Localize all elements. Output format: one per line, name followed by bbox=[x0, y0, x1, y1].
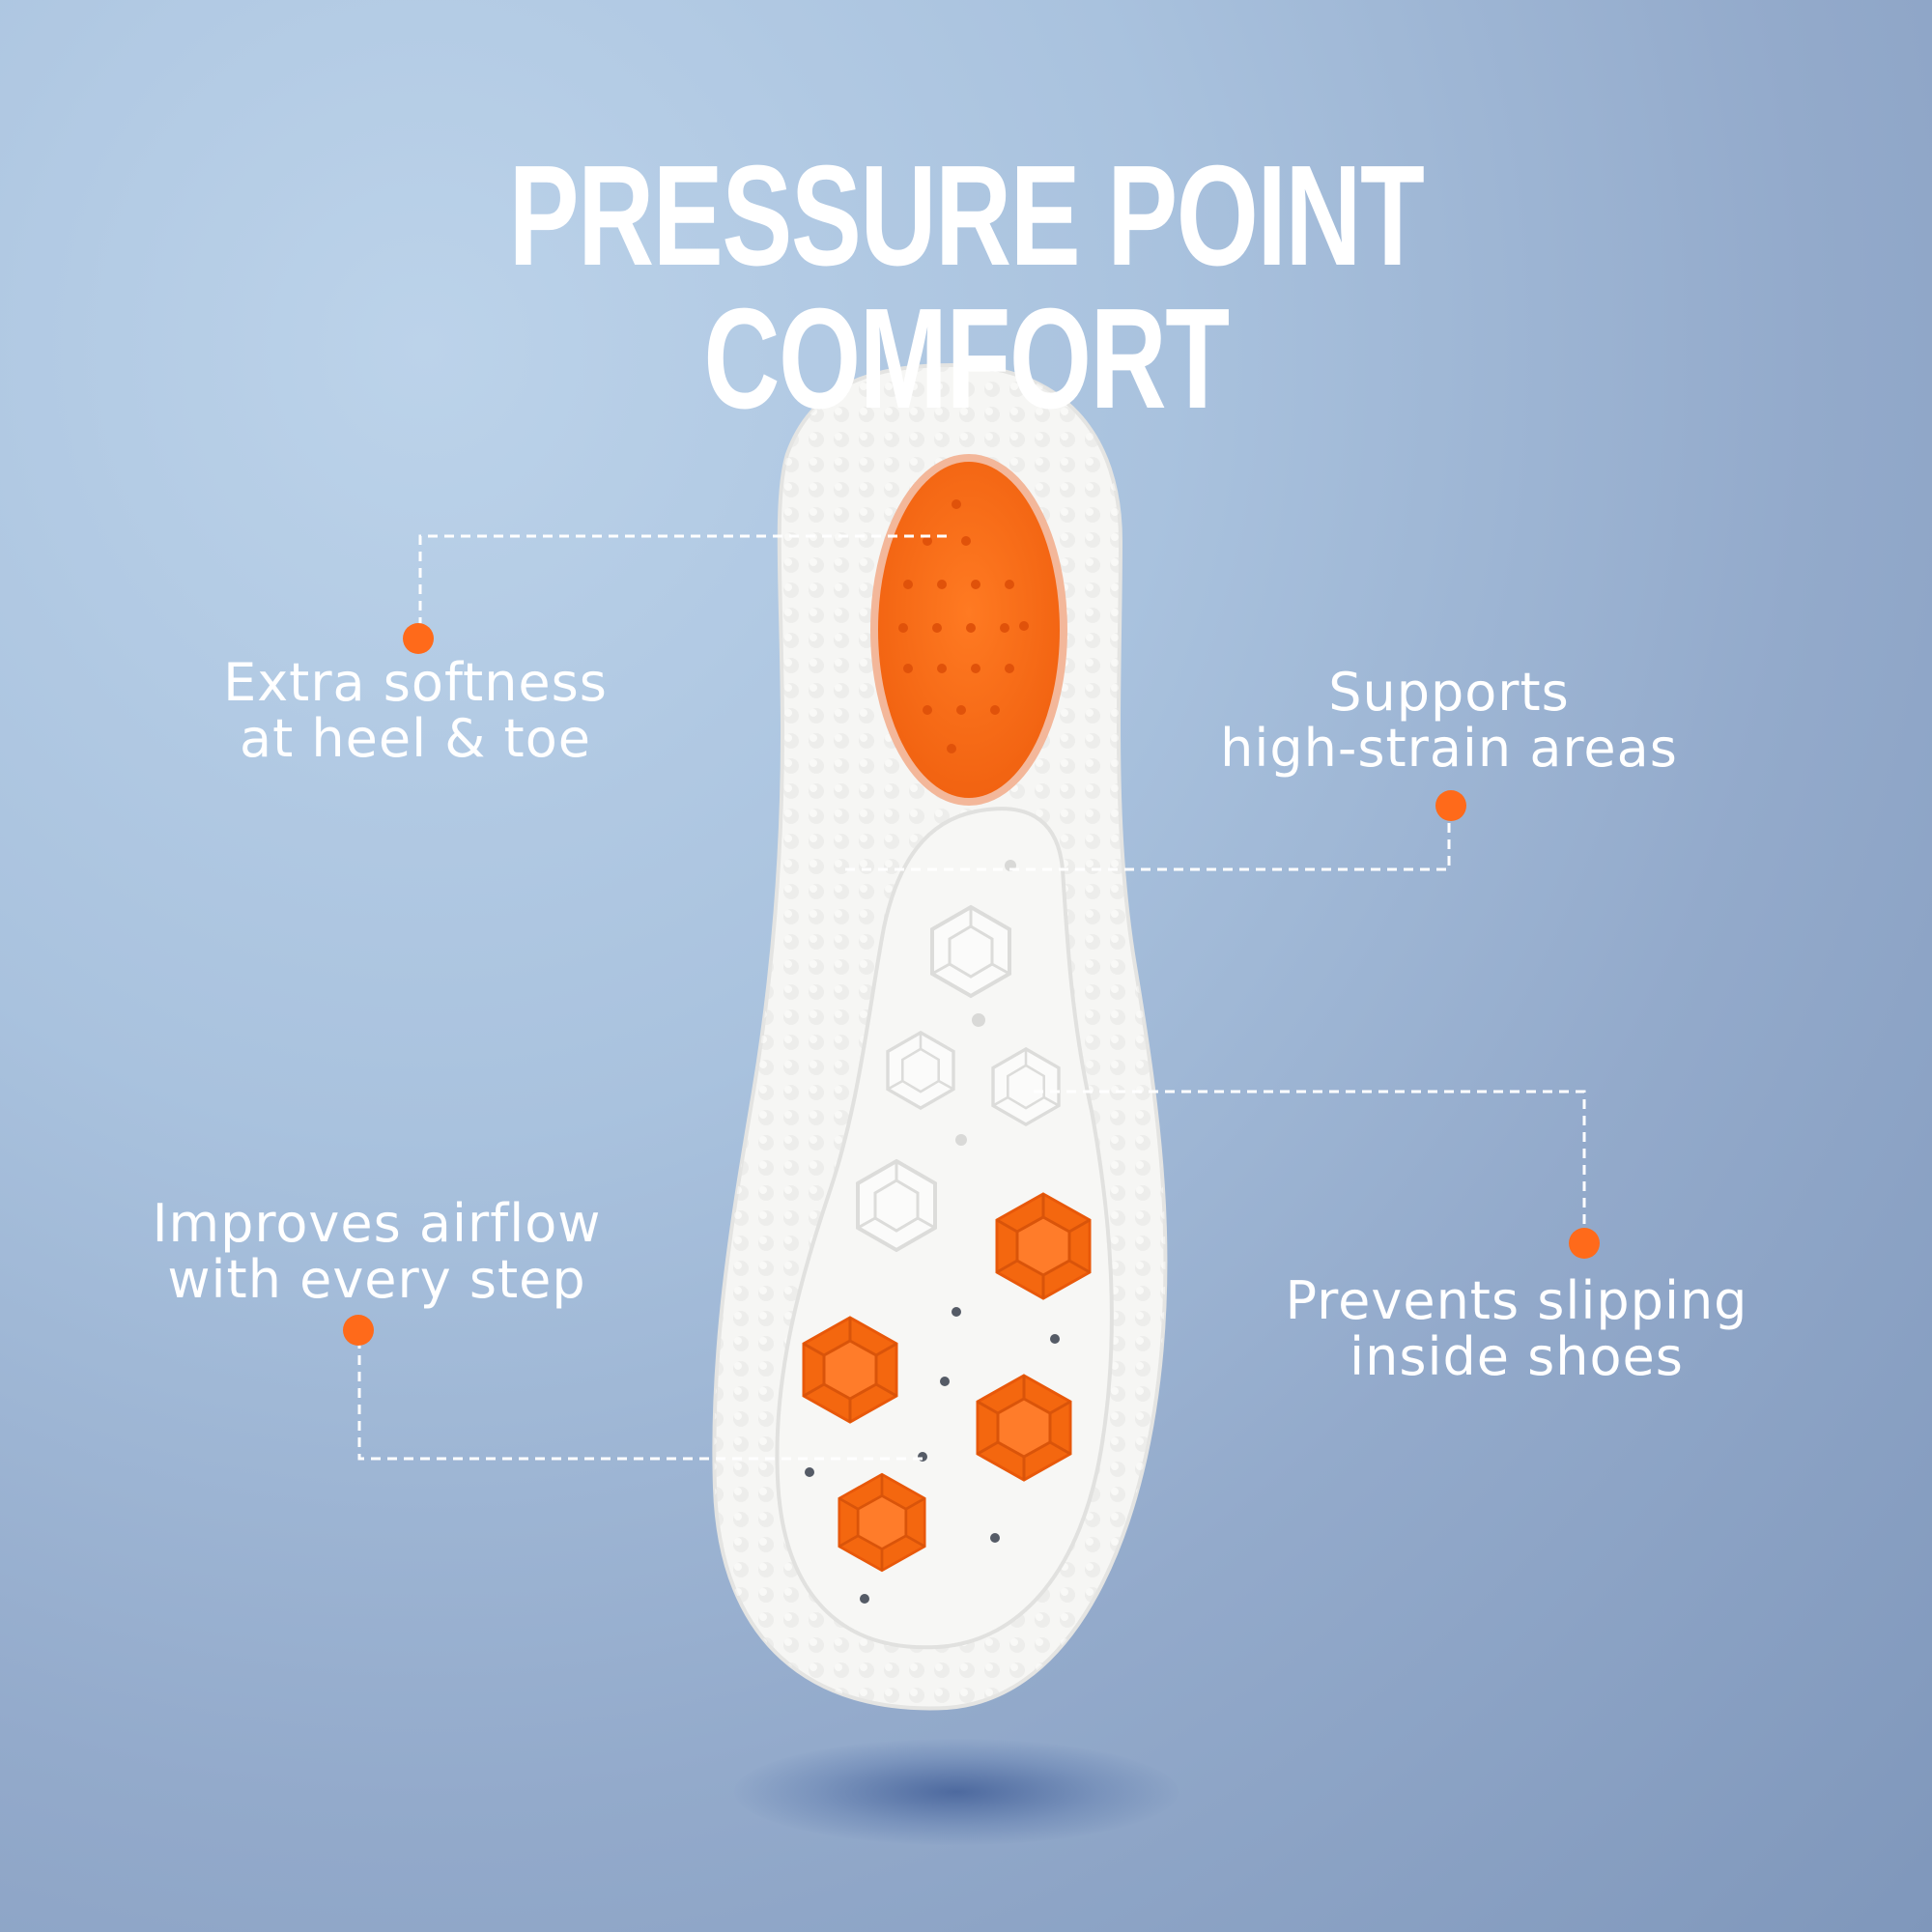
leader-slip bbox=[1034, 1090, 1586, 1236]
callout-dot-softness bbox=[403, 623, 434, 654]
callout-airflow: Improves airflow with every step bbox=[106, 1196, 647, 1308]
leader-softness bbox=[418, 534, 947, 628]
callout-dot-airflow bbox=[343, 1315, 374, 1346]
callout-softness-line2: at heel & toe bbox=[240, 708, 591, 769]
callout-strain-line2: high-strain areas bbox=[1220, 718, 1678, 779]
callout-airflow-line1: Improves airflow bbox=[152, 1193, 602, 1254]
callout-softness-line1: Extra softness bbox=[223, 652, 608, 713]
callout-slip-line2: inside shoes bbox=[1350, 1326, 1684, 1387]
callout-airflow-line2: with every step bbox=[167, 1249, 586, 1310]
insole-shadow bbox=[734, 1739, 1179, 1845]
callout-dot-slip bbox=[1569, 1228, 1600, 1259]
leader-airflow bbox=[357, 1338, 923, 1461]
callout-softness: Extra softness at heel & toe bbox=[164, 655, 667, 767]
callout-strain-line1: Supports bbox=[1328, 662, 1570, 723]
callout-dot-strain bbox=[1435, 790, 1466, 821]
page-title: PRESSURE POINT COMFORT bbox=[508, 136, 1425, 439]
callout-strain: Supports high-strain areas bbox=[1169, 665, 1729, 777]
callout-slip: Prevents slipping inside shoes bbox=[1246, 1273, 1787, 1385]
callout-slip-line1: Prevents slipping bbox=[1285, 1270, 1748, 1331]
hex-white-1 bbox=[930, 905, 1011, 998]
leader-strain bbox=[845, 811, 1451, 871]
